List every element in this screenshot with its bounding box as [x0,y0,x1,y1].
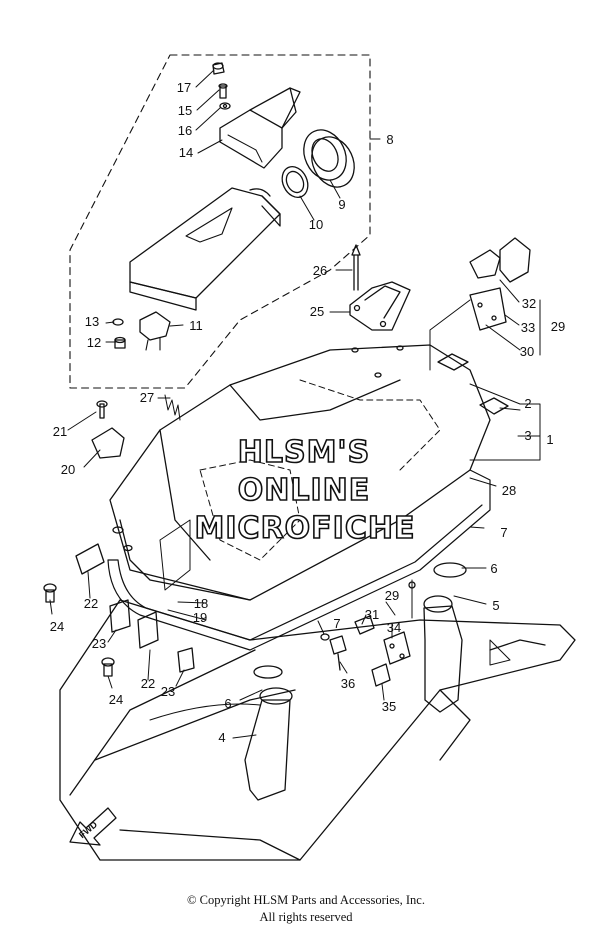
callout-5: 5 [492,598,499,613]
watermark-line-2: ONLINE [238,473,371,508]
callout-29b: 29 [385,588,399,603]
bracket-22-23-left [43,543,195,677]
callout-21: 21 [53,424,67,439]
callout-29a: 29 [551,319,565,334]
callout-30: 30 [520,344,534,359]
callout-17: 17 [177,80,191,95]
air-box [129,187,281,311]
stud-26 [351,244,361,291]
callout-16: 16 [178,123,192,138]
callout-33: 33 [521,320,535,335]
copyright-line-2: All rights reserved [259,910,353,924]
pads-2-3 [437,353,509,415]
cable-27 [164,394,181,421]
leader-lines [49,69,541,739]
fasteners-15-16-17 [212,62,231,110]
callout-8: 8 [386,132,393,147]
hose-5 [423,562,467,713]
seals-9-10 [281,129,355,199]
callout-19: 19 [193,610,207,625]
assembly-box-dashed [69,54,371,389]
copyright-line-1: © Copyright HLSM Parts and Accessories, … [187,893,425,907]
callout-7b: 7 [333,616,340,631]
callout-labels: 1 2 3 4 5 6 6 7 7 8 9 10 11 12 13 14 15 … [50,80,565,745]
callout-2: 2 [524,396,531,411]
callout-15: 15 [178,103,192,118]
callout-26: 26 [313,263,327,278]
callout-6b: 6 [224,696,231,711]
callout-22b: 22 [141,676,155,691]
callout-32: 32 [522,296,536,311]
latch-assembly [429,237,531,371]
watermark-line-1: HLSM'S [238,435,370,470]
hood-cover [109,344,491,601]
callout-12: 12 [87,335,101,350]
callout-34: 34 [387,620,401,635]
callout-20: 20 [61,462,75,477]
callout-4: 4 [218,730,225,745]
hull-deck-outline [59,599,576,861]
callout-10: 10 [309,217,323,232]
callout-3: 3 [524,428,531,443]
callout-9: 9 [338,197,345,212]
callout-13: 13 [85,314,99,329]
hose-4 [244,665,293,801]
callout-1: 1 [546,432,553,447]
callout-28: 28 [502,483,516,498]
callout-35: 35 [382,699,396,714]
bracket-14 [219,87,301,169]
callout-7a: 7 [500,525,507,540]
callout-18: 18 [194,596,208,611]
callout-22a: 22 [84,596,98,611]
callout-31: 31 [365,607,379,622]
callout-14: 14 [179,145,193,160]
callout-36: 36 [341,676,355,691]
handle-25 [349,281,411,331]
callout-6a: 6 [490,561,497,576]
callout-27: 27 [140,390,154,405]
callout-24a: 24 [50,619,64,634]
callout-23b: 23 [161,684,175,699]
mount-11 [112,311,171,351]
part-20-21 [91,400,125,459]
callout-23a: 23 [92,636,106,651]
fwd-arrow [69,807,117,846]
watermark-line-3: MICROFICHE [195,511,416,546]
callout-11: 11 [189,318,203,333]
callout-24b: 24 [109,692,123,707]
callout-25: 25 [310,304,324,319]
